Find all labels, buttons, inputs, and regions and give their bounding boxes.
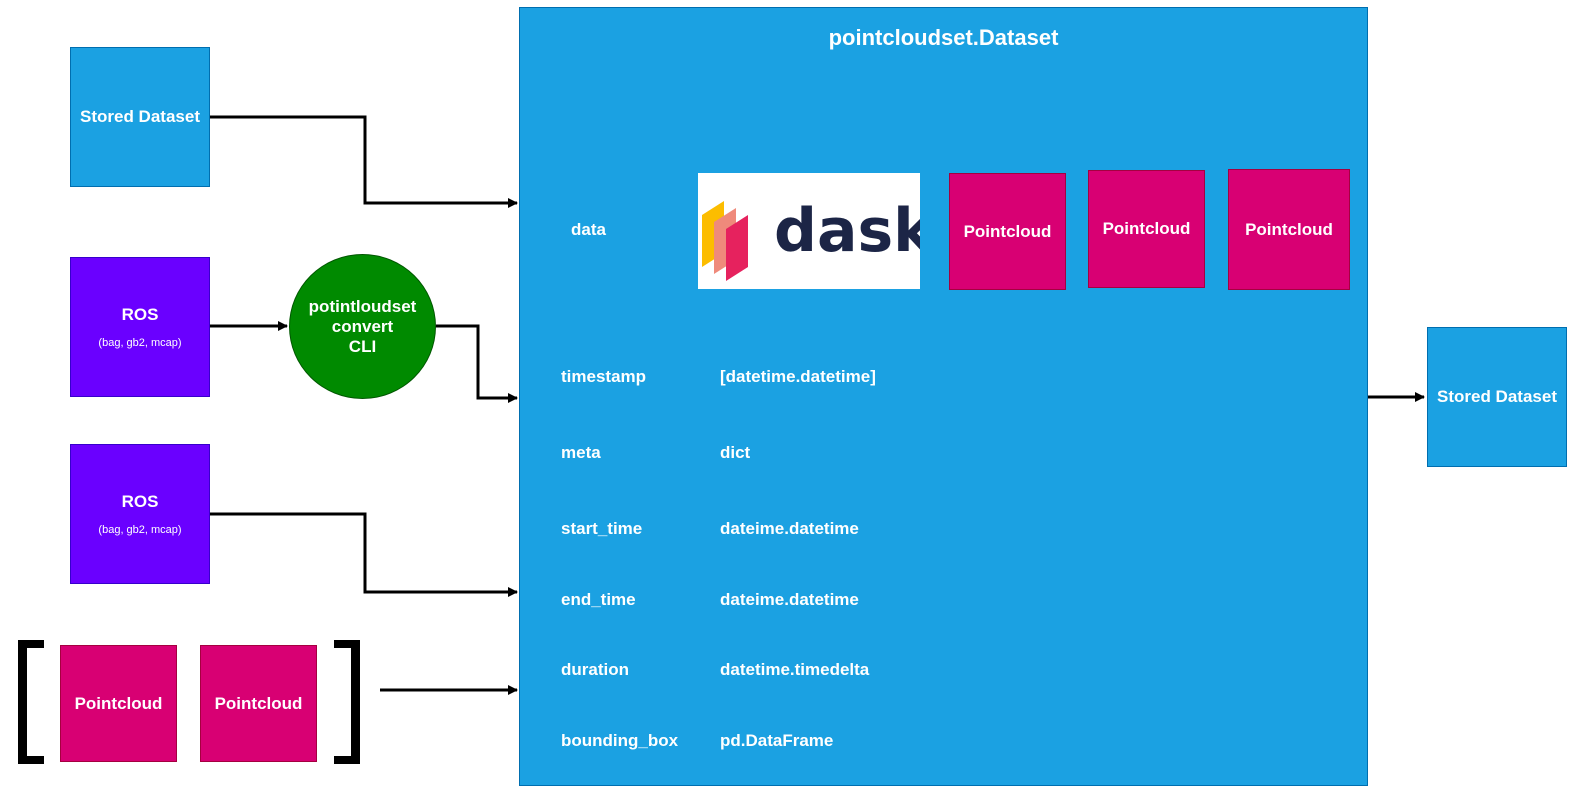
pointcloud-list-item-2[interactable]: Pointcloud [200, 645, 317, 762]
pointcloud-list-item-1[interactable]: Pointcloud [60, 645, 177, 762]
stored-dataset-input-label: Stored Dataset [80, 107, 200, 126]
dask-logo: dask [698, 173, 935, 289]
field-type-end-time: dateime.datetime [720, 590, 859, 609]
ros-input-box-1[interactable]: ROS (bag, gb2, mcap) [70, 257, 210, 397]
dask-logo-icon: dask [702, 196, 935, 281]
field-data-label: data [571, 220, 606, 239]
field-name-start-time: start_time [561, 519, 643, 538]
container-pointcloud-label-2: Pointcloud [1102, 219, 1191, 238]
ros-input-subtitle-2: (bag, gb2, mcap) [98, 524, 182, 536]
stored-dataset-output-label: Stored Dataset [1437, 387, 1557, 406]
field-name-end-time: end_time [561, 590, 636, 609]
arrow-ros-to-container [210, 512, 518, 597]
field-type-meta: dict [720, 443, 751, 462]
field-type-bounding-box: pd.DataFrame [720, 731, 834, 750]
dataset-container[interactable]: pointcloudset.Dataset data dask Pointclo… [519, 7, 1368, 786]
left-bracket [18, 640, 44, 764]
dataset-container-title: pointcloudset.Dataset [828, 25, 1059, 50]
ros-input-title-1: ROS [121, 305, 159, 324]
stored-dataset-input-box[interactable]: Stored Dataset [70, 47, 210, 187]
dask-logo-text: dask [774, 196, 920, 266]
container-pointcloud-label-3: Pointcloud [1245, 219, 1333, 239]
pointcloud-list-label-1: Pointcloud [74, 693, 163, 713]
arrow-stored-to-data [210, 115, 518, 208]
container-pointcloud-2[interactable]: Pointcloud [1088, 170, 1205, 288]
arrow-cli-to-timestamp [436, 324, 518, 403]
ros-input-title-2: ROS [121, 492, 159, 511]
field-name-duration: duration [561, 660, 629, 679]
right-bracket [334, 640, 360, 764]
ros-input-box-2[interactable]: ROS (bag, gb2, mcap) [70, 444, 210, 584]
cli-line-2: convert [331, 316, 394, 336]
field-name-bounding-box: bounding_box [561, 731, 679, 750]
container-pointcloud-3[interactable]: Pointcloud [1228, 169, 1350, 290]
stored-dataset-output-box[interactable]: Stored Dataset [1427, 327, 1567, 467]
pointcloud-list-label-2: Pointcloud [214, 693, 303, 713]
cli-line-1: potintloudset [308, 296, 417, 316]
container-pointcloud-label-1: Pointcloud [963, 221, 1052, 241]
field-type-start-time: dateime.datetime [720, 519, 859, 538]
field-type-duration: datetime.timedelta [720, 660, 870, 679]
ros-input-subtitle-1: (bag, gb2, mcap) [98, 337, 182, 349]
convert-cli-node[interactable]: potintloudset convert CLI [289, 254, 436, 399]
field-type-timestamp: [datetime.datetime] [720, 367, 876, 386]
container-pointcloud-1[interactable]: Pointcloud [949, 173, 1066, 290]
field-name-timestamp: timestamp [561, 367, 647, 386]
field-name-meta: meta [561, 443, 601, 462]
cli-line-3: CLI [348, 336, 377, 356]
